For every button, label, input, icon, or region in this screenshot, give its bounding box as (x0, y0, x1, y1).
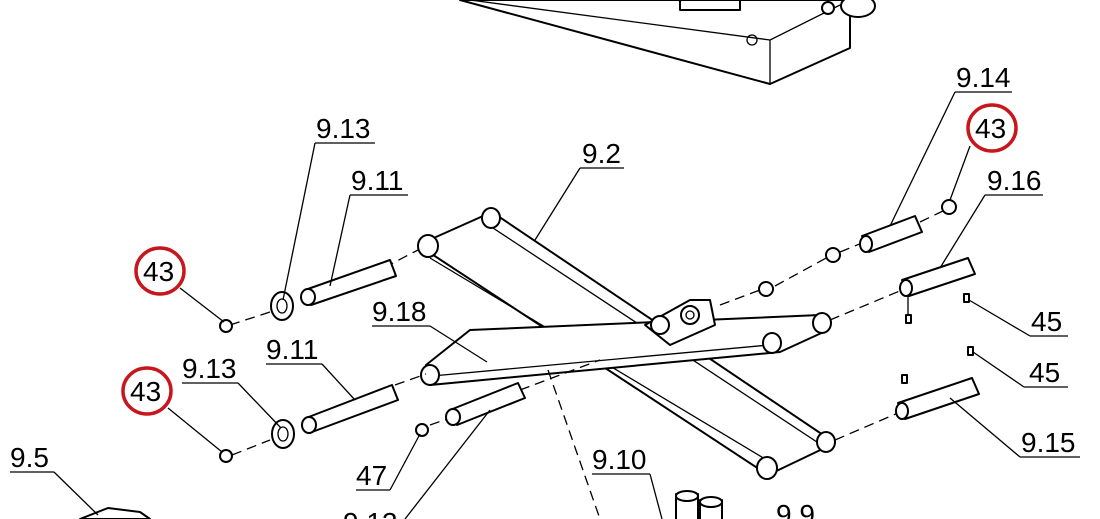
callout-9-10: 9.10 (592, 444, 647, 475)
callout-47: 47 (356, 460, 387, 491)
pin-9-16-assembly (829, 257, 976, 324)
callout-9-11-bottom: 9.11 (266, 334, 318, 365)
left-pin-assembly-top (219, 249, 419, 333)
pin-9-15-assembly (834, 346, 980, 441)
callout-9-14: 9.14 (956, 62, 1011, 93)
pin-9-14-assembly (719, 199, 957, 306)
leader-lines (10, 91, 1080, 519)
callout-9-13-bottom: 9.13 (182, 353, 237, 384)
highlight-ring-43-bottom-left (121, 366, 173, 416)
callout-43-top-left: 43 (143, 256, 174, 287)
callout-9-15: 9.15 (1021, 427, 1076, 458)
callout-43-bottom-left: 43 (130, 376, 161, 407)
callout-9-13-top: 9.13 (316, 113, 371, 144)
highlight-ring-43-right (966, 103, 1018, 153)
highlight-ring-43-top-left (134, 246, 186, 296)
bottom-part-9-10 (675, 490, 723, 519)
pin-9-12-assembly (415, 359, 601, 437)
callout-9-5: 9.5 (10, 442, 49, 473)
bottom-part-9-5 (79, 507, 151, 519)
arm-9-18 (420, 299, 832, 386)
highlight-rings (121, 103, 1018, 416)
callout-9-12-partial: 9.12 (343, 507, 398, 519)
callout-9-9-partial: 9.9 (776, 499, 815, 519)
callout-9-2: 9.2 (582, 138, 621, 169)
top-housing-block (459, 0, 876, 85)
axis-line-9-10 (547, 369, 601, 519)
callout-9-11-top: 9.11 (351, 165, 403, 196)
callout-45-bottom: 45 (1029, 357, 1060, 388)
callout-43-right: 43 (975, 113, 1006, 144)
callout-9-16: 9.16 (987, 165, 1042, 196)
callout-9-18: 9.18 (372, 296, 427, 327)
left-pin-assembly-bottom (219, 373, 427, 463)
callout-45-top: 45 (1031, 306, 1062, 337)
callout-labels: 9.13 9.11 9.2 43 9.18 9.11 9.13 43 9.14 … (10, 62, 1076, 519)
